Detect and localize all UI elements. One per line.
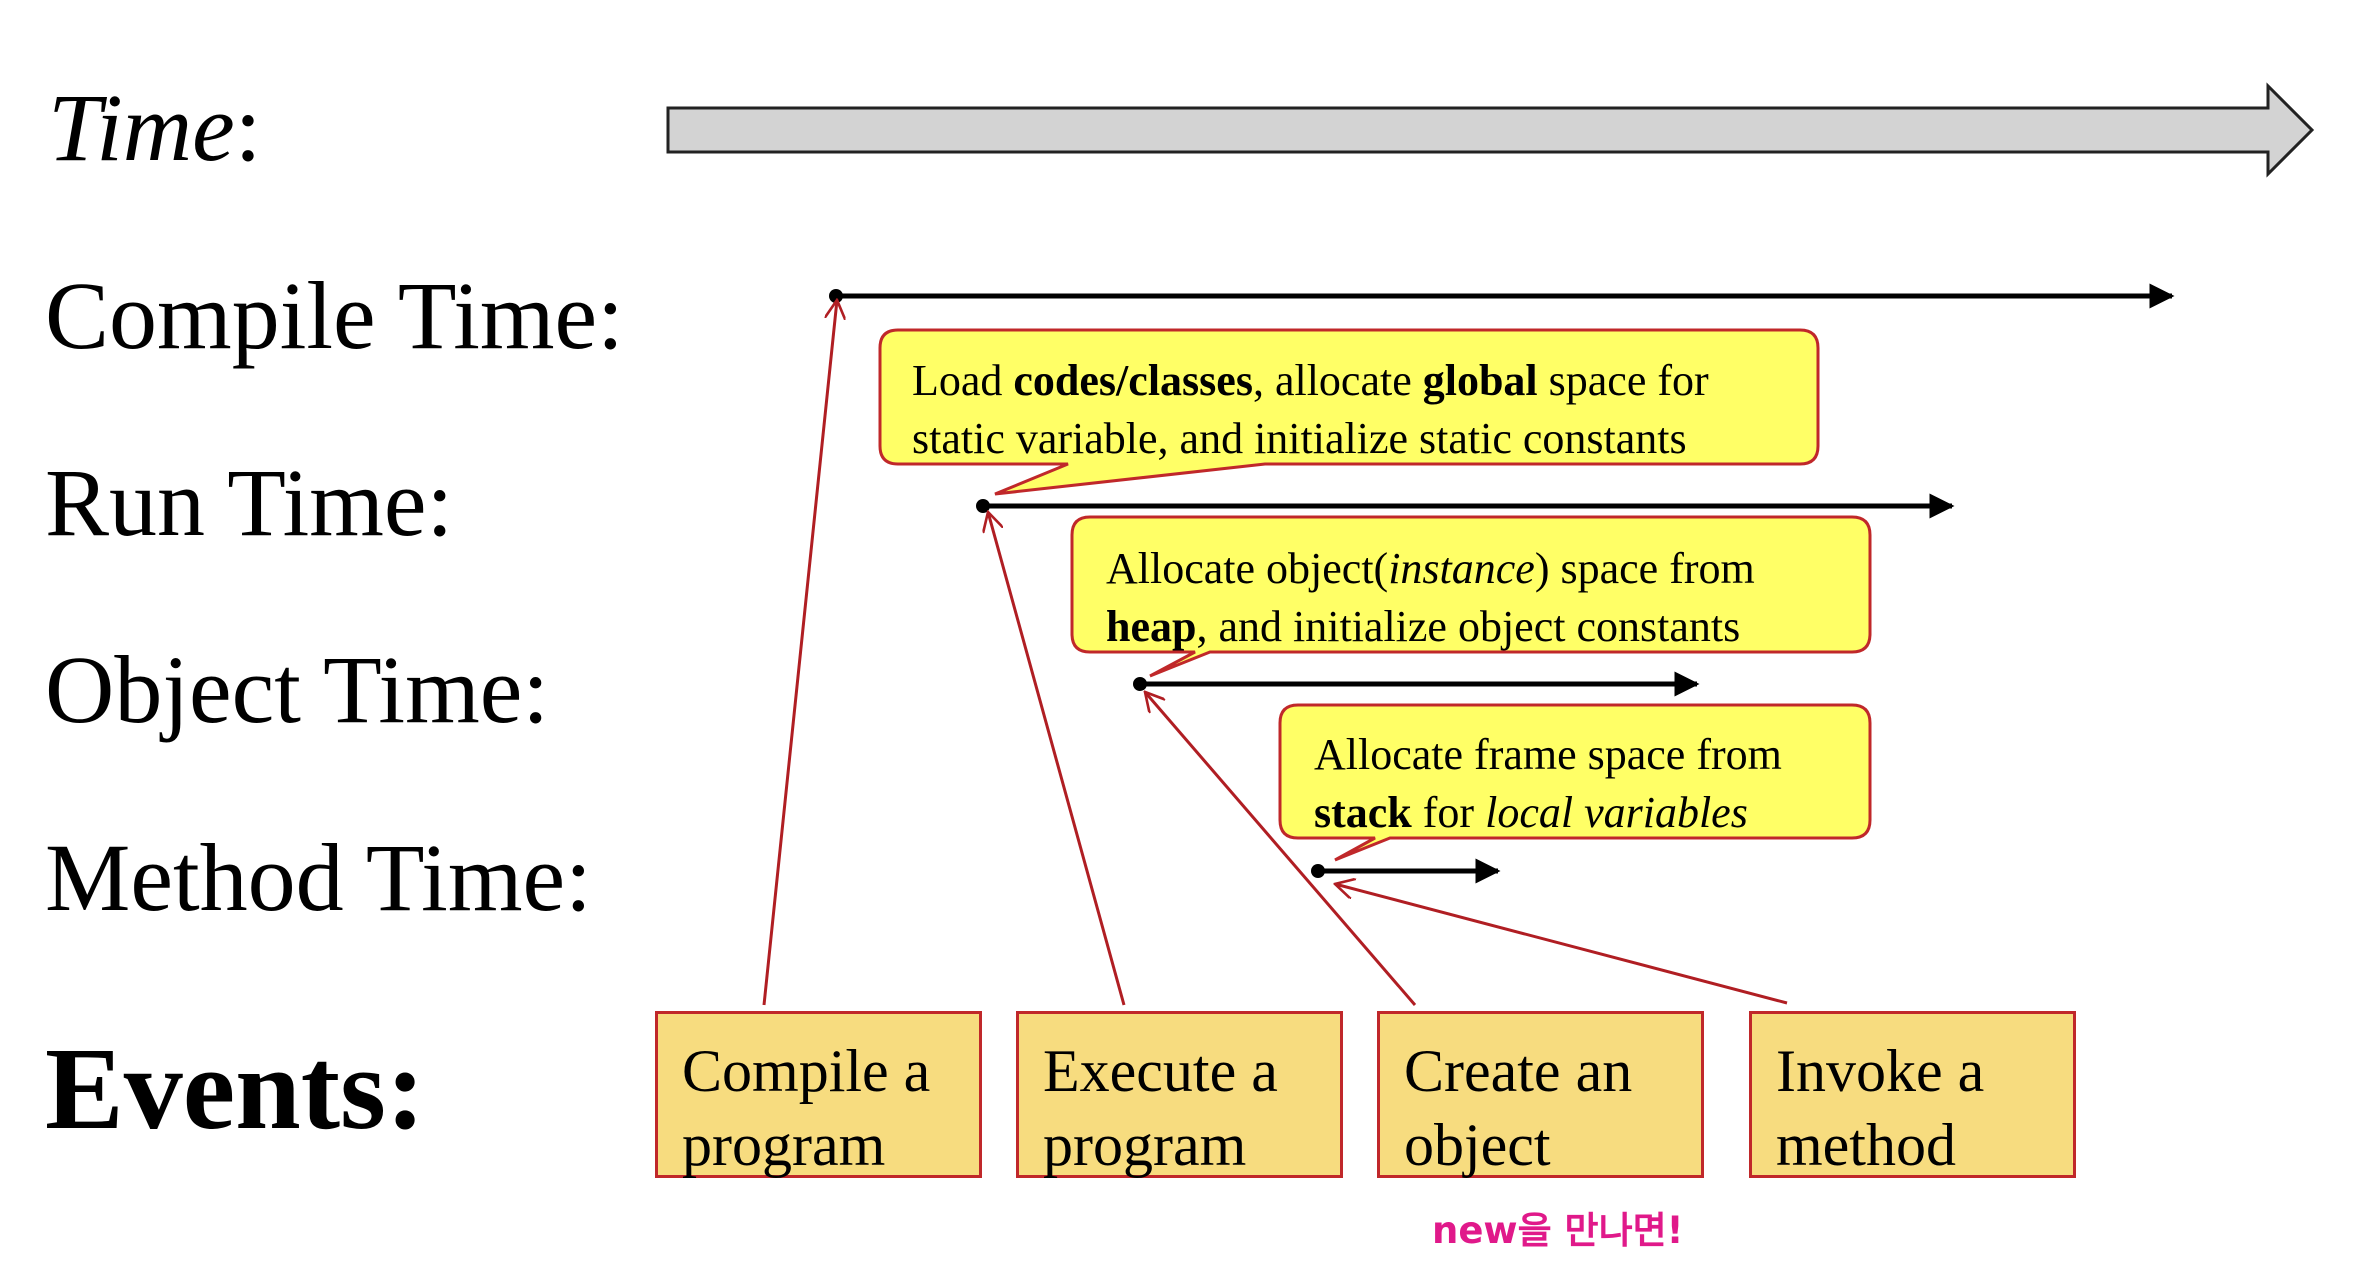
time-label-colon: : [234, 74, 262, 181]
event-line: Compile a [682, 1038, 931, 1104]
event-invoke-method: Invoke a method [1749, 1011, 2076, 1178]
time-arrow [666, 82, 2315, 178]
callout-shape-allocate-stack [1278, 703, 1872, 862]
callout-allocate-stack: Allocate frame space from stack for loca… [1314, 726, 1782, 842]
callout-segment: local variables [1485, 788, 1748, 837]
callout-segment: instance [1388, 544, 1535, 593]
callout-segment: Allocate frame space from [1314, 730, 1782, 779]
callout-segment: , allocate [1252, 356, 1423, 405]
pointer-execute [988, 512, 1126, 1006]
callout-segment: for [1411, 788, 1486, 837]
callout-shape-load-classes [878, 328, 1820, 496]
callout-load-classes: Load codes/classes, allocate global spac… [912, 352, 1709, 468]
callout-segment: stack [1314, 788, 1412, 837]
event-execute-program: Execute a program [1016, 1011, 1343, 1178]
callout-segment: ) space from [1534, 544, 1755, 593]
pointer-compile [762, 300, 837, 1006]
compile-time-label: Compile Time: [45, 262, 624, 369]
callout-segment: codes/classes [1013, 356, 1253, 405]
callout-segment: static variable, and initialize static c… [912, 414, 1687, 463]
compile-time-line [829, 283, 2175, 309]
event-line: method [1776, 1112, 1956, 1178]
event-line: Create an [1404, 1038, 1633, 1104]
callout-segment: Load [912, 356, 1014, 405]
time-label: Time: [48, 80, 261, 176]
callout-line: static variable, and initialize static c… [912, 410, 1709, 468]
event-line: Invoke a [1776, 1038, 1985, 1104]
run-time-label: Run Time: [45, 449, 454, 556]
callout-line: Allocate frame space from [1314, 726, 1782, 784]
note-new-keyword: new을 만나면! [1432, 1209, 1684, 1252]
callout-allocate-heap: Allocate object(instance) space from hea… [1106, 540, 1755, 656]
method-time-label: Method Time: [45, 824, 592, 931]
event-line: Execute a [1043, 1038, 1278, 1104]
callout-segment: , and initialize object constants [1196, 602, 1741, 651]
callout-segment: Allocate object( [1106, 544, 1389, 593]
callout-segment: heap [1106, 602, 1197, 651]
callout-line: Load codes/classes, allocate global spac… [912, 352, 1709, 410]
event-line: program [682, 1112, 886, 1178]
callout-line: stack for local variables [1314, 784, 1782, 842]
callout-shape-allocate-heap [1070, 515, 1872, 678]
event-line: object [1404, 1112, 1551, 1178]
run-time-line [976, 493, 1955, 519]
events-label: Events: [45, 1023, 426, 1154]
pointer-invoke-method [1335, 884, 1788, 1005]
callout-line: heap, and initialize object constants [1106, 598, 1755, 656]
object-time-line [1133, 671, 1700, 697]
method-time-line [1311, 858, 1501, 884]
object-time-label: Object Time: [45, 636, 550, 743]
event-create-object: Create an object [1377, 1011, 1704, 1178]
callout-line: Allocate object(instance) space from [1106, 540, 1755, 598]
callout-segment: space for [1537, 356, 1709, 405]
event-compile-program: Compile a program [655, 1011, 982, 1178]
callout-segment: global [1422, 356, 1538, 405]
time-label-word: Time [48, 74, 235, 181]
event-line: program [1043, 1112, 1247, 1178]
pointer-create-object [1145, 692, 1417, 1006]
